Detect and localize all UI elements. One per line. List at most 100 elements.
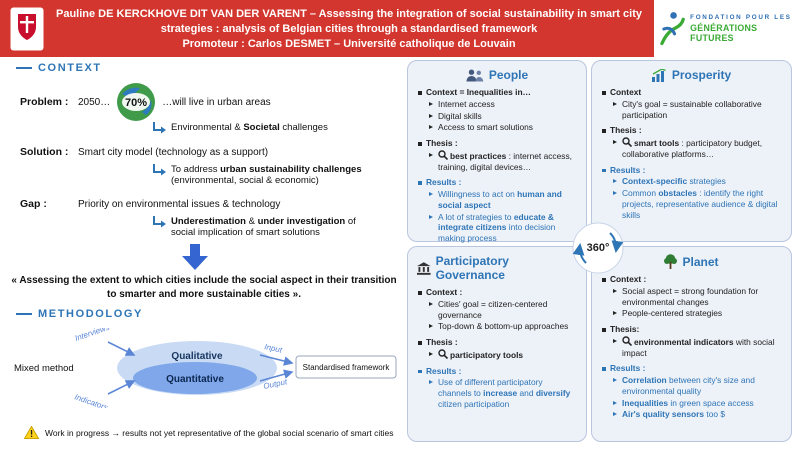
governance-title-row: Participatory Governance <box>417 254 577 282</box>
framework-label: Standardised framework <box>303 363 391 372</box>
university-logo <box>10 7 44 50</box>
quantitative-label: Quantitative <box>166 374 224 385</box>
prosperity-title: Prosperity <box>671 68 732 82</box>
prosperity-content: Context City's goal = sustainable collab… <box>601 87 782 220</box>
title-banner: Pauline DE KERCKHOVE DIT VAN DER VARENT … <box>0 0 654 57</box>
promoter-line: Promoteur : Carlos DESMET – Université c… <box>182 37 516 50</box>
results-item: Willingness to act on human and social a… <box>429 189 577 211</box>
rotation-360-icon <box>572 222 624 274</box>
planet-title-row: Planet <box>601 254 782 269</box>
elbow-arrow-icon <box>153 216 166 228</box>
thesis-text: best practices : internet access, traini… <box>438 150 572 172</box>
people-panel: People Context = Inequalities in… Intern… <box>407 60 587 244</box>
indicators-label: Indicators <box>73 392 109 408</box>
people-icon <box>466 69 484 81</box>
foundation-figure-icon <box>660 11 685 45</box>
people-title-row: People <box>417 68 577 82</box>
solution-consequence-line1: To address urban sustainability challeng… <box>171 164 362 175</box>
context-item: Cities' goal = citizen-centered governan… <box>429 299 577 321</box>
magnifier-icon <box>438 150 449 160</box>
interviews-arrow <box>107 341 136 356</box>
governance-title: Participatory Governance <box>435 254 509 282</box>
results-item: Common obstacles : identify the right pr… <box>613 188 782 220</box>
mixed-method-label: Mixed method <box>14 363 74 374</box>
problem-pre-text: 2050… <box>78 96 111 108</box>
tree-icon <box>664 254 678 269</box>
thesis-head: Thesis : <box>417 138 577 149</box>
rotation-360-badge: 360° <box>572 222 624 274</box>
thesis-item: smart tools : participatory budget, coll… <box>613 137 782 160</box>
context-item: Social aspect = strong foundation for en… <box>613 286 782 308</box>
thesis-item: environmental indicators with social imp… <box>613 336 782 359</box>
planet-content: Context : Social aspect = strong foundat… <box>601 274 782 420</box>
research-question-quote: « Assessing the extent to which cities i… <box>11 275 397 300</box>
elbow-arrow-icon <box>153 164 166 176</box>
qualitative-label: Qualitative <box>171 351 223 362</box>
solution-label: Solution : <box>20 146 69 158</box>
solution-sub-row: To address urban sustainability challeng… <box>152 164 362 186</box>
quantitative-ellipse <box>133 362 257 394</box>
foundation-logo: FONDATION POUR LES GÉNÉRATIONS FUTURES <box>654 0 800 57</box>
context-heading-label: CONTEXT <box>38 62 102 74</box>
gap-text: Priority on environmental issues & techn… <box>78 198 281 210</box>
government-building-icon <box>417 261 431 275</box>
results-head: Results : <box>417 366 577 377</box>
context-item: City's goal = sustainable collaborative … <box>613 99 782 121</box>
thesis-text: environmental indicators with social imp… <box>622 336 775 358</box>
planet-title: Planet <box>682 254 719 269</box>
context-item: Access to smart solutions <box>429 122 577 133</box>
results-item: A lot of strategies to educate & integra… <box>429 212 577 244</box>
heading-dash <box>16 67 32 69</box>
solution-text: Smart city model (technology as a suppor… <box>78 146 269 158</box>
results-head: Results : <box>601 165 782 176</box>
context-item: Top-down & bottom-up approaches <box>429 321 577 332</box>
thesis-head: Thesis : <box>601 125 782 136</box>
gap-consequence: Underestimation & under investigation of… <box>171 216 356 238</box>
solution-row: Solution : Smart city model (technology … <box>20 146 268 158</box>
heading-dash <box>16 313 32 315</box>
methodology-heading-label: METHODOLOGY <box>38 308 143 320</box>
thesis-item: participatory tools <box>429 349 577 361</box>
problem-label: Problem : <box>20 96 69 108</box>
foundation-name-bottom: GÉNÉRATIONS FUTURES <box>690 23 758 43</box>
banner-text: Pauline DE KERCKHOVE DIT VAN DER VARENT … <box>44 7 654 49</box>
work-in-progress-note: Work in progress → results not yet repre… <box>24 426 394 439</box>
down-arrow-icon <box>182 244 208 270</box>
globe-70-icon: 70% <box>117 83 156 121</box>
context-head: Context <box>601 87 782 98</box>
thesis-text: smart tools : participatory budget, coll… <box>622 138 763 159</box>
magnifier-icon <box>622 137 633 148</box>
growth-chart-icon <box>651 68 666 82</box>
elbow-arrow-icon <box>153 122 166 134</box>
results-item: Correlation between city's size and envi… <box>613 375 782 397</box>
people-title: People <box>488 68 529 82</box>
gap-sub-row: Underestimation & under investigation of… <box>152 216 388 238</box>
context-head: Context : <box>601 274 782 285</box>
context-item: Internet access <box>429 99 577 110</box>
magnifier-icon <box>622 336 633 346</box>
note-text: Work in progress → results not yet repre… <box>45 427 394 438</box>
output-arrow <box>259 369 294 382</box>
foundation-name-top: FONDATION POUR LES <box>690 14 792 21</box>
results-item: Use of different participatory channels … <box>429 377 577 409</box>
context-item: People-centered strategies <box>613 308 782 319</box>
gap-row: Gap : Priority on environmental issues &… <box>20 198 280 210</box>
methodology-section-heading: METHODOLOGY <box>16 308 143 320</box>
prosperity-title-row: Prosperity <box>601 68 782 82</box>
context-head: Context : <box>417 287 577 298</box>
foundation-text: FONDATION POUR LES GÉNÉRATIONS FUTURES <box>690 14 800 43</box>
context-head: Context = Inequalities in… <box>417 87 577 98</box>
governance-content: Context : Cities' goal = citizen-centere… <box>417 287 577 410</box>
context-item: Digital skills <box>429 111 577 122</box>
results-head: Results : <box>417 177 577 188</box>
percent-label: 70% <box>125 97 147 109</box>
interviews-label: Interviews <box>74 328 111 343</box>
magnifier-icon <box>438 349 449 359</box>
thesis-head: Thesis : <box>417 337 577 348</box>
problem-row: Problem : 2050… 70% …will live in urban … <box>20 82 271 122</box>
thesis-item: best practices : internet access, traini… <box>429 150 577 173</box>
framework-box <box>295 355 397 379</box>
problem-post-text: …will live in urban areas <box>162 96 271 108</box>
results-item: Context-specific strategies <box>613 176 782 187</box>
